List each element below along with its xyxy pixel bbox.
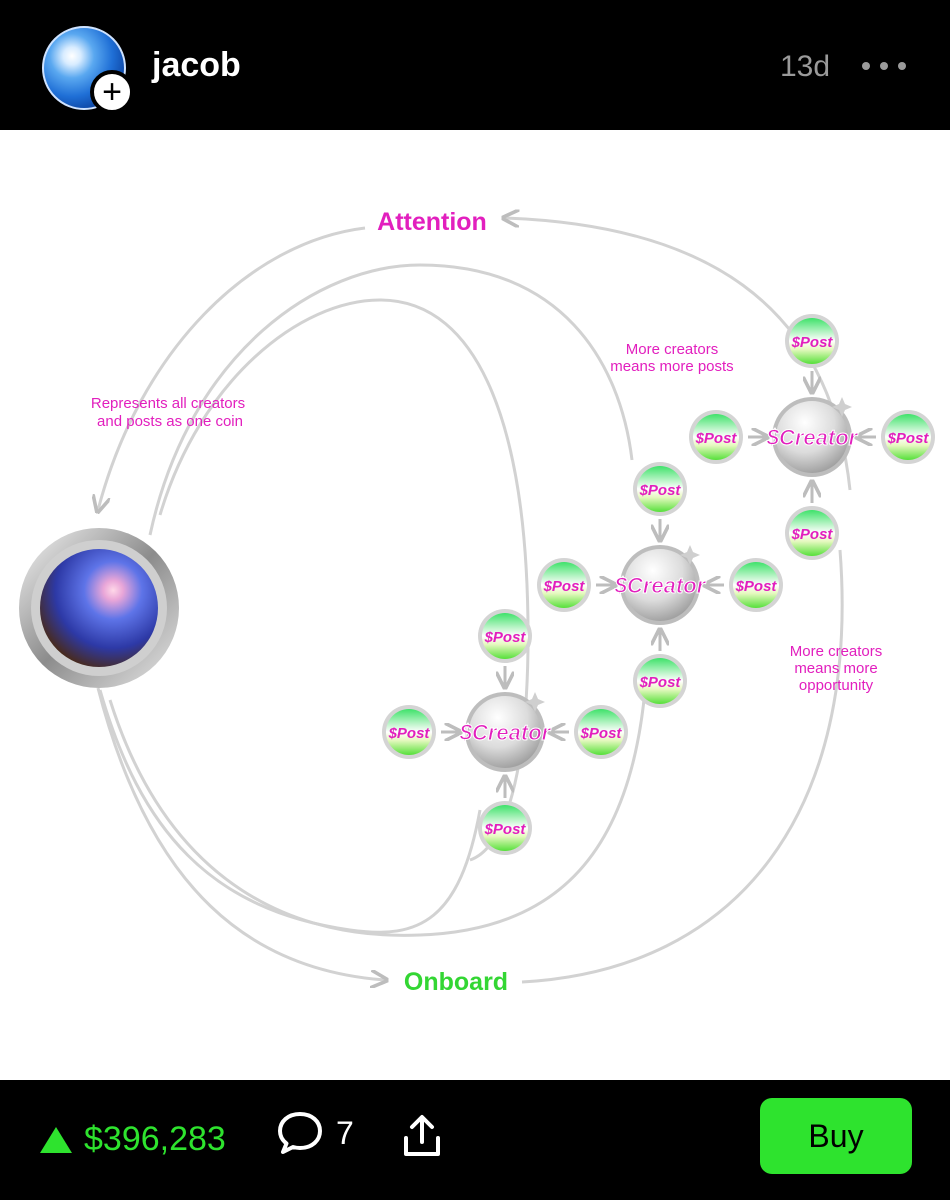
post-coin-label: $Post (639, 482, 682, 499)
post-coin: $Post (785, 314, 839, 368)
timestamp: 13d (780, 50, 831, 83)
post-coin-label: $Post (484, 629, 527, 646)
label-attention: Attention (377, 208, 487, 236)
comment-button[interactable]: 7 (276, 1110, 354, 1156)
post-coin: $Post (574, 705, 628, 759)
label-more-opportunity: More creators (790, 643, 883, 660)
buy-button[interactable]: Buy (760, 1098, 912, 1174)
post-coin: $Post (729, 558, 783, 612)
more-options-button[interactable] (862, 56, 906, 76)
label-onboard: Onboard (404, 968, 508, 996)
post-coin: $Post (382, 705, 436, 759)
loop-arc (521, 549, 844, 984)
share-icon (404, 1115, 440, 1156)
post-coin-label: $Post (543, 578, 586, 595)
sparkle-icon (525, 692, 545, 712)
loop-arc (158, 298, 530, 862)
post-coin: $Post (633, 654, 687, 708)
post-coin-label: $Post (791, 526, 834, 543)
sparkle-icon (680, 545, 700, 565)
creator-coin: $Creator (765, 397, 859, 477)
svg-text:means more posts: means more posts (610, 358, 733, 375)
post-coin: $Post (689, 410, 743, 464)
comment-bubble-icon (278, 1112, 322, 1154)
creator-coin: $Creator (458, 692, 552, 772)
username[interactable]: jacob (152, 46, 241, 84)
plus-icon: + (102, 73, 122, 111)
post-coin-label: $Post (735, 578, 778, 595)
loop-arc (98, 226, 366, 510)
post-coin-label: $Post (639, 674, 682, 691)
creator-clusters: $Creator $Post $Post $Post $Post $Creator $Pos… (382, 314, 935, 855)
svg-text:and posts as one coin: and posts as one coin (97, 413, 243, 430)
coin-price: $396,283 (40, 1120, 226, 1159)
svg-text:opportunity: opportunity (799, 677, 874, 694)
label-more-posts: More creators (626, 341, 719, 358)
post-coin: $Post (633, 462, 687, 516)
platform-coin (19, 528, 179, 688)
post-coin-label: $Post (887, 430, 930, 447)
post-coin-label: $Post (695, 430, 738, 447)
post-coin: $Post (478, 609, 532, 663)
loop-arc (96, 687, 385, 980)
sparkle-icon (832, 397, 852, 417)
post-header: + jacob 13d (0, 0, 950, 130)
post-coin-label: $Post (484, 821, 527, 838)
follow-button[interactable]: + (90, 70, 134, 114)
price-value: $396,283 (84, 1120, 226, 1158)
avatar[interactable] (42, 26, 126, 110)
post-coin: $Post (478, 801, 532, 855)
svg-text:means more: means more (794, 660, 877, 677)
loop-arc (108, 689, 647, 937)
loop-arc (148, 263, 634, 536)
label-represents: Represents all creators (91, 395, 245, 412)
creator-coin-label: $Creator (459, 720, 552, 745)
post-coin: $Post (881, 410, 935, 464)
post-coin: $Post (537, 558, 591, 612)
post-image[interactable]: Attention Onboard Represents all creator… (0, 130, 950, 1080)
ellipsis-icon (862, 62, 870, 70)
comment-count: 7 (336, 1114, 354, 1151)
creator-coin: $Creator (613, 545, 707, 625)
share-button[interactable] (398, 1112, 446, 1165)
post-coin-label: $Post (388, 725, 431, 742)
post-coin: $Post (785, 506, 839, 560)
post-coin-label: $Post (580, 725, 623, 742)
post-coin-label: $Post (791, 334, 834, 351)
creator-coin-label: $Creator (766, 425, 859, 450)
price-up-icon (40, 1126, 72, 1153)
creator-coin-label: $Creator (614, 573, 707, 598)
flywheel-diagram: Attention Onboard Represents all creator… (19, 208, 935, 996)
post-footer: $396,283 7 Buy (0, 1080, 950, 1200)
